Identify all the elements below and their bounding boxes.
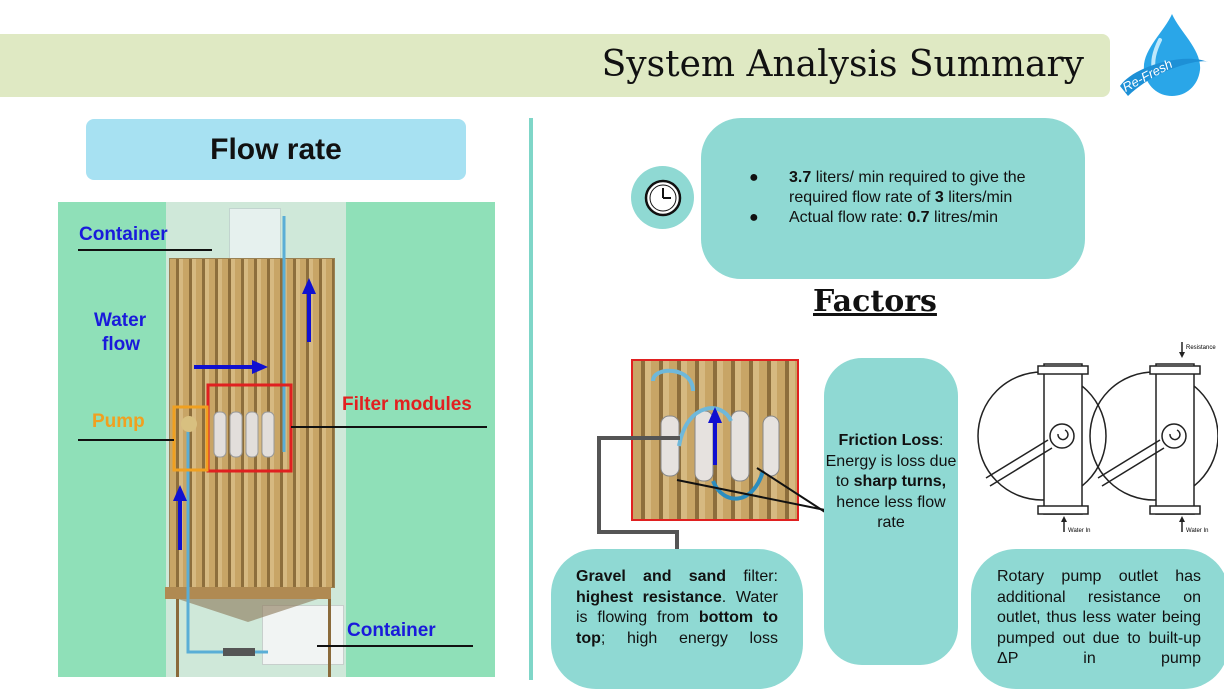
flow-spec-bubble <box>701 118 1085 279</box>
factors-heading: Factors <box>813 284 937 319</box>
title-bar <box>0 34 1110 97</box>
spec-item-actual: ● Actual flow rate: 0.7 litres/min <box>749 209 998 226</box>
rotary-pump-text: Rotary pump outlet has additional resist… <box>997 568 1201 667</box>
label-filter-modules: Filter modules <box>342 394 472 415</box>
filter-modules-image <box>213 411 275 458</box>
label-container-top: Container <box>79 224 168 245</box>
clock-icon-circle <box>631 166 694 229</box>
leader-line-pump <box>78 439 174 441</box>
refresh-logo: Re-Fresh <box>1120 14 1208 96</box>
label-water-in-left: Water In <box>1068 528 1090 534</box>
label-pump: Pump <box>92 411 145 432</box>
flow-spec-list: ● 3.7 liters/ min required to give the r… <box>745 168 1065 228</box>
clock-icon <box>644 179 681 216</box>
filter-zoom-overlay <box>651 368 780 501</box>
filter-zoom-image <box>631 359 799 521</box>
label-container-bottom: Container <box>347 620 436 641</box>
friction-loss-text: Friction Loss: Energy is loss due to sha… <box>825 432 957 531</box>
label-water-in-right: Water In <box>1186 528 1208 534</box>
rotary-pump-bubble <box>971 549 1224 689</box>
flow-rate-heading: Flow rate <box>86 119 466 180</box>
label-resistance: Resistance <box>1186 345 1216 351</box>
callout-connectors <box>597 436 826 550</box>
top-container-image <box>229 208 281 260</box>
vertical-divider <box>529 118 533 680</box>
leader-line-container-bottom <box>317 645 473 647</box>
label-water-flow-2: flow <box>102 334 140 355</box>
rotary-pump-diagram: Resistance Water In Water In <box>977 342 1218 534</box>
leader-line-container-top <box>78 249 212 251</box>
label-water-flow-1: Water <box>94 310 147 331</box>
leader-line-filter <box>291 426 487 428</box>
page-title: System Analysis Summary <box>601 44 1084 85</box>
spec-item-required: ● 3.7 liters/ min required to give the r… <box>749 169 1026 206</box>
gravel-filter-text: Gravel and sand filter: highest resistan… <box>576 568 778 647</box>
friction-loss-bubble <box>824 358 958 665</box>
gravel-filter-bubble <box>551 549 803 689</box>
pump-highlight <box>172 405 209 472</box>
diagram-overlay <box>165 216 331 677</box>
